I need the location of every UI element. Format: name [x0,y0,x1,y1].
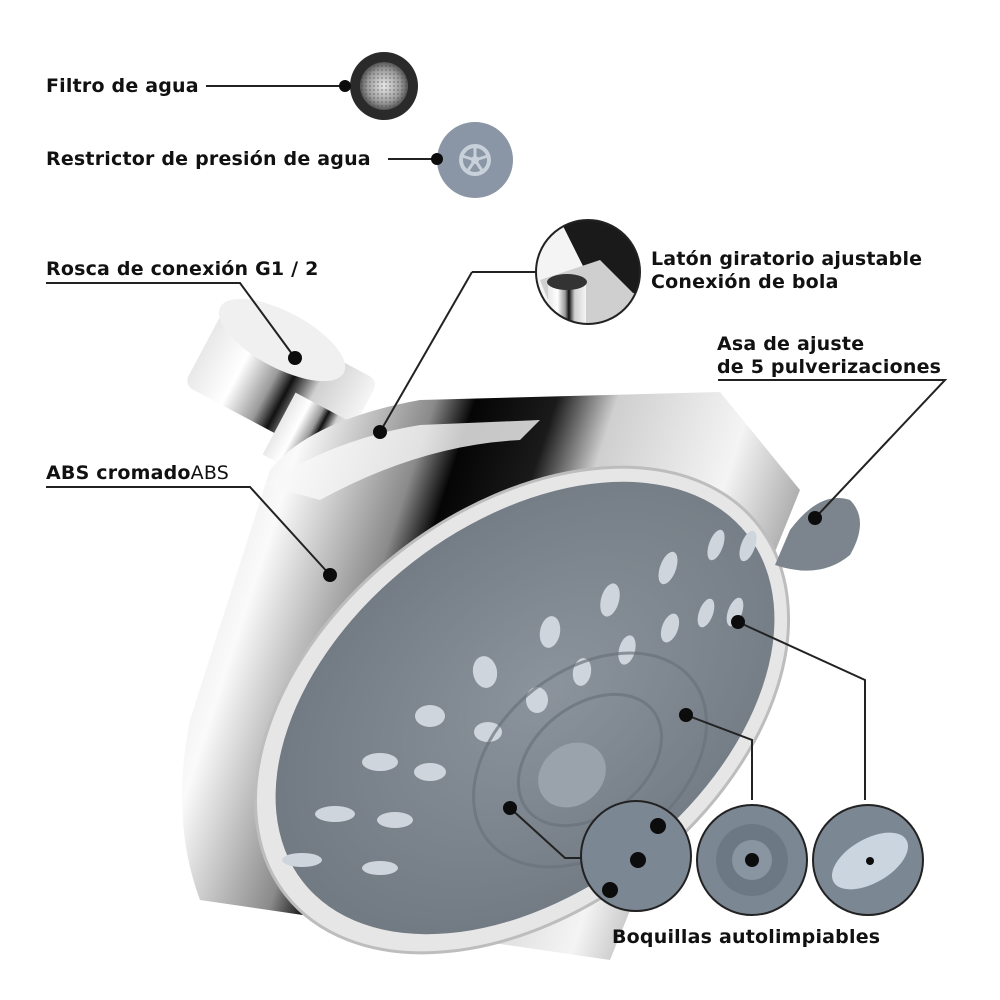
water-filter-icon [350,52,418,120]
label-ball-joint-line2: Conexión de bola [651,271,839,293]
pressure-restrictor-icon [437,122,513,198]
center-button [538,742,606,808]
label-self-cleaning-nozzles: Boquillas autolimpiables [612,926,881,948]
callout-dots [288,80,822,815]
nozzles [282,529,757,875]
label-chromed-abs: ABS cromadoABS [46,462,229,485]
label-ball-joint-line1: Latón giratorio ajustable [651,248,923,270]
label-chromed-abs-bold: ABS cromado [46,462,191,484]
label-adjust-handle-line1: Asa de ajuste [717,333,865,355]
label-ball-joint: Latón giratorio ajustable Conexión de bo… [651,248,922,294]
label-connection-thread: Rosca de conexión G1 / 2 [46,258,319,280]
nozzle-oval-icon [812,804,924,916]
label-adjust-handle-line2: de 5 pulverizaciones [717,356,942,378]
label-adjust-handle: Asa de ajuste de 5 pulverizaciones [717,333,941,379]
callout-lines [46,85,948,859]
nozzle-single-ring-icon [696,804,808,916]
ball-joint-inset-icon [535,219,641,325]
label-pressure-restrictor: Restrictor de presión de agua [46,148,371,170]
adjust-handle [775,498,860,571]
nozzle-three-holes-icon [580,800,692,912]
label-water-filter: Filtro de agua [46,75,199,97]
label-chromed-abs-plain: ABS [190,462,230,484]
